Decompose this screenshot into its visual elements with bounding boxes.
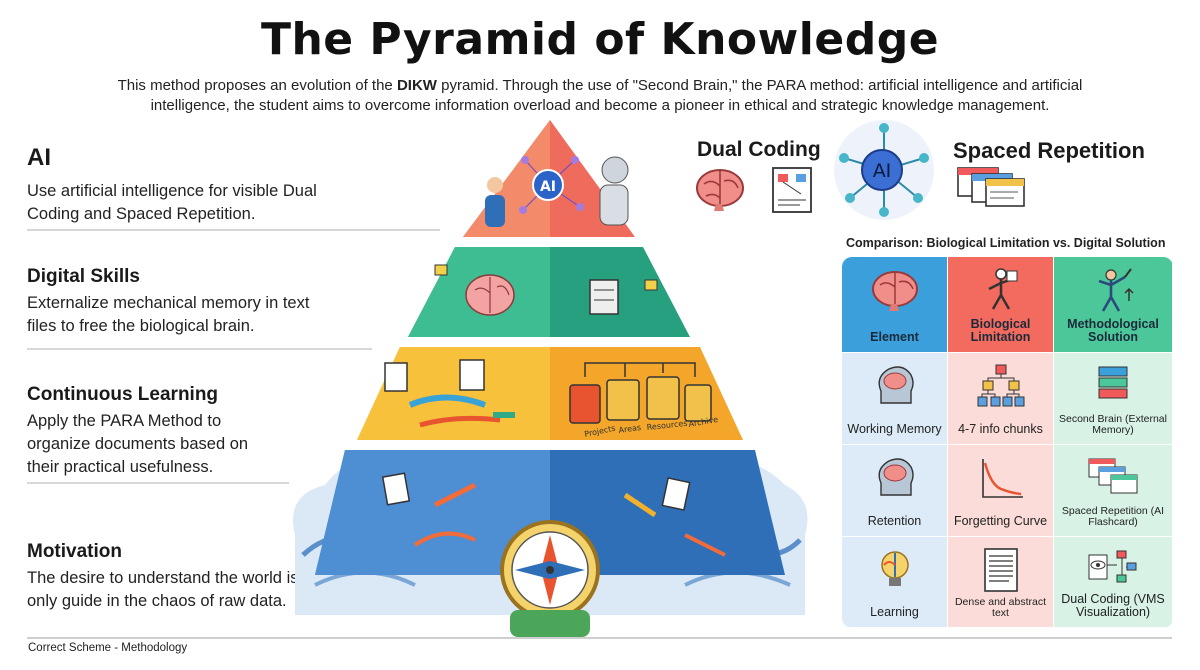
folder-label-resources: Resources: [646, 419, 688, 432]
brain-icon: [871, 271, 918, 311]
head-brain-icon: [878, 458, 914, 496]
table-row: Working Memory: [842, 353, 948, 445]
section-divider: [27, 348, 372, 350]
section-ai: AI Use artificial intelligence for visib…: [27, 144, 407, 226]
section-digital-skills: Digital Skills Externalize mechanical me…: [27, 266, 407, 338]
dense-text-icon: [983, 548, 1018, 592]
ai-network-icon: AI: [834, 120, 934, 220]
knowledge-pyramid-illustration: Projects Areas Resources Archive AI: [293, 120, 808, 637]
ai-badge-label: AI: [540, 179, 556, 195]
spaced-repetition-label: Spaced Repetition: [953, 138, 1145, 163]
head-brain-icon: [878, 366, 914, 404]
table-row: Learning: [842, 537, 948, 628]
ai-hub-label: AI: [873, 160, 892, 182]
table-row: Forgetting Curve: [948, 445, 1054, 537]
footer-divider: [27, 637, 1172, 639]
comparison-title: Comparison: Biological Limitation vs. Di…: [846, 236, 1166, 250]
section-motivation-heading: Motivation: [27, 541, 122, 562]
section-continuous-learning: Continuous Learning Apply the PARA Metho…: [27, 384, 407, 479]
document-diagram-icon: [772, 167, 812, 213]
section-motivation-text: The desire to understand the world is th…: [27, 569, 327, 610]
page-title: The Pyramid of Knowledge: [260, 14, 940, 65]
table-row: Second Brain (External Memory): [1054, 353, 1173, 445]
compass-icon: [500, 520, 600, 637]
comparison-table: Element Biological Limitation Methodolog…: [842, 257, 1173, 628]
brain-icon: [696, 169, 744, 211]
table-header-biological-limitation: Biological Limitation: [948, 257, 1054, 353]
flashcards-icon: [1088, 458, 1138, 494]
section-ai-heading: AI: [27, 144, 51, 171]
section-ai-text: Use artificial intelligence for visible …: [27, 182, 317, 223]
flashcards-icon: [957, 167, 1025, 207]
section-divider: [27, 229, 440, 231]
section-continuous-learning-text: Apply the PARA Method to organize docume…: [27, 412, 249, 476]
footer-caption: Correct Scheme - Methodology: [28, 642, 188, 654]
dikw-emphasis: DIKW: [396, 77, 437, 94]
pyramid-tier-digital-skills: [408, 247, 690, 337]
server-icon: [589, 279, 619, 315]
builder-person-icon: [1098, 268, 1134, 312]
section-digital-skills-heading: Digital Skills: [27, 266, 140, 287]
student-icon: [487, 177, 503, 193]
pyramid-tier-motivation: [315, 450, 785, 575]
robot-icon: [601, 156, 629, 184]
section-divider: [27, 482, 289, 484]
table-row: Retention: [842, 445, 948, 537]
table-row: Dense and abstract text: [948, 537, 1054, 628]
table-row: 4-7 info chunks: [948, 353, 1054, 445]
folder-label-areas: Areas: [618, 423, 642, 435]
ai-badge-icon: [532, 169, 564, 201]
struggling-person-icon: [987, 268, 1017, 310]
pyramid-tier-ai: AI: [463, 120, 635, 237]
lightbulb-brain-icon: [880, 551, 909, 586]
table-row: Dual Coding (VMS Visualization): [1054, 537, 1173, 628]
table-header-methodological-solution: Methodological Solution: [1054, 257, 1173, 353]
forgetting-curve-icon: [981, 459, 1023, 498]
server-stack-icon: [1098, 366, 1128, 399]
dual-coding-label: Dual Coding: [697, 138, 821, 161]
section-digital-skills-text: Externalize mechanical memory in text fi…: [27, 294, 310, 335]
table-row: Spaced Repetition (AI Flashcard): [1054, 445, 1173, 537]
visualization-icon: [1088, 550, 1137, 583]
section-motivation: Motivation The desire to understand the …: [27, 541, 407, 613]
table-header-element: Element: [842, 257, 948, 353]
section-continuous-learning-heading: Continuous Learning: [27, 384, 219, 405]
page-subtitle: This method proposes an evolution of the…: [117, 77, 1083, 114]
hierarchy-chunks-icon: [977, 364, 1024, 407]
pyramid-tier-continuous-learning: Projects Areas Resources Archive: [357, 347, 743, 440]
